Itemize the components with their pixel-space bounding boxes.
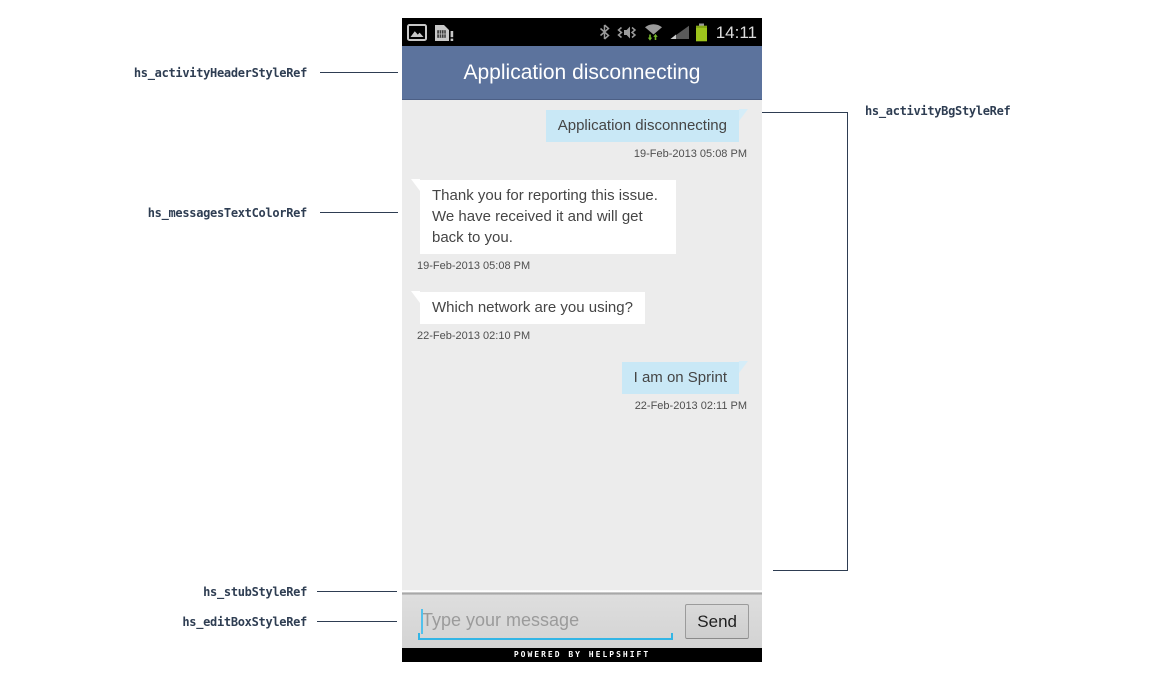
annotation-line-activity-header bbox=[320, 72, 398, 73]
message-text: Application disconnecting bbox=[557, 117, 727, 134]
annotation-line-edit-box bbox=[317, 621, 397, 622]
annotation-edit-box: hs_editBoxStyleRef bbox=[182, 615, 307, 629]
message-edit-box[interactable] bbox=[418, 598, 674, 645]
status-bar-indicators: 14:11 bbox=[599, 23, 757, 42]
wifi-icon bbox=[643, 23, 664, 41]
status-bar-clock: 14:11 bbox=[715, 22, 757, 42]
user-message-bubble: I am on Sprint bbox=[621, 361, 749, 394]
send-button[interactable]: Send bbox=[685, 604, 749, 639]
annotation-messages-text-color: hs_messagesTextColorRef bbox=[147, 206, 308, 220]
message-timestamp: 22-Feb-2013 02:10 PM bbox=[417, 330, 531, 342]
bluetooth-icon bbox=[599, 24, 610, 40]
annotation-bracket-top bbox=[762, 112, 848, 113]
annotation-line-messages-text-color bbox=[320, 212, 398, 213]
annotation-bracket-bottom bbox=[773, 570, 848, 571]
message-row: Which network are you using? 22-Feb-2013… bbox=[402, 291, 762, 342]
agent-message-bubble: Thank you for reporting this issue. We h… bbox=[411, 179, 676, 254]
message-row: Thank you for reporting this issue. We h… bbox=[402, 179, 762, 272]
message-text: I am on Sprint bbox=[633, 369, 727, 386]
message-row: I am on Sprint 22-Feb-2013 02:11 PM bbox=[402, 361, 762, 412]
battery-icon bbox=[695, 23, 708, 42]
annotation-line-stub bbox=[317, 591, 397, 592]
message-text: Which network are you using? bbox=[432, 299, 633, 316]
powered-by-text: POWERED BY HELPSHIFT bbox=[513, 650, 651, 659]
message-timestamp: 22-Feb-2013 02:11 PM bbox=[634, 400, 747, 412]
message-timestamp: 19-Feb-2013 05:08 PM bbox=[417, 260, 531, 272]
vibrate-muted-icon bbox=[615, 25, 638, 40]
edit-box-underline bbox=[418, 632, 674, 640]
message-input[interactable] bbox=[418, 598, 674, 645]
sim-warning-icon bbox=[434, 24, 454, 41]
user-message-bubble: Application disconnecting bbox=[545, 109, 749, 142]
conversation-area[interactable]: Application disconnecting 19-Feb-2013 05… bbox=[402, 100, 762, 590]
composer-bar: Send bbox=[402, 595, 762, 648]
annotation-activity-bg: hs_activityBgStyleRef bbox=[865, 104, 1011, 118]
powered-by-footer: POWERED BY HELPSHIFT bbox=[402, 648, 762, 662]
activity-title: Application disconnecting bbox=[463, 60, 701, 84]
stub-divider bbox=[402, 590, 762, 595]
text-cursor bbox=[421, 608, 423, 634]
annotation-stub: hs_stubStyleRef bbox=[203, 585, 307, 599]
message-row: Application disconnecting 19-Feb-2013 05… bbox=[402, 109, 762, 160]
gallery-icon bbox=[407, 23, 427, 41]
phone-screen: 14:11 Application disconnecting Applicat… bbox=[402, 18, 762, 662]
status-bar-notifications bbox=[407, 23, 454, 41]
agent-message-bubble: Which network are you using? bbox=[411, 291, 645, 324]
status-bar: 14:11 bbox=[402, 18, 762, 46]
activity-header: Application disconnecting bbox=[402, 46, 762, 100]
message-timestamp: 19-Feb-2013 05:08 PM bbox=[633, 148, 747, 160]
annotation-activity-header: hs_activityHeaderStyleRef bbox=[133, 66, 307, 80]
message-text: Thank you for reporting this issue. We h… bbox=[432, 187, 658, 246]
signal-strength-icon bbox=[669, 25, 690, 40]
annotation-bracket-side bbox=[847, 112, 848, 571]
